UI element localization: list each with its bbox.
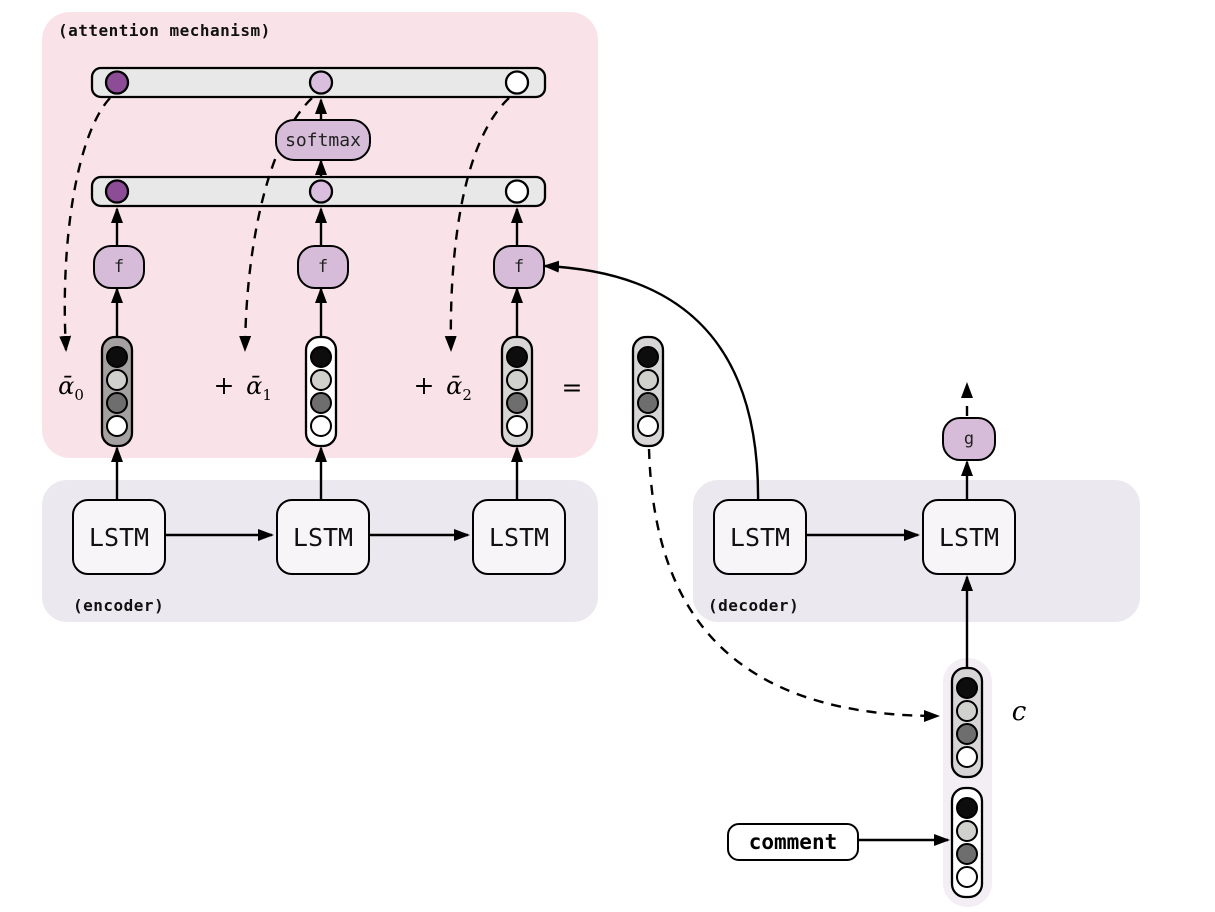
attention-panel-title: (attention mechanism) — [58, 21, 271, 40]
encoder-lstm-0: LSTM — [72, 499, 166, 575]
context-label: c — [1004, 697, 1034, 727]
vector-cell — [106, 415, 128, 437]
dashed-weight0-to-alpha0 — [59, 97, 111, 352]
vector-cell — [956, 700, 978, 722]
alpha-symbol: ᾱ — [446, 372, 463, 400]
vector-cell — [310, 369, 332, 391]
input-vector — [950, 786, 984, 899]
f-node-1: f — [297, 245, 349, 289]
score-node-1 — [308, 179, 334, 204]
vector-cell — [956, 797, 978, 819]
solid-arrows — [111, 98, 973, 846]
vector-cell — [956, 746, 978, 768]
operator: = — [561, 373, 583, 402]
alpha-subscript: 2 — [462, 385, 472, 404]
lstm-label: LSTM — [488, 522, 550, 552]
dashed-result-to-context — [647, 448, 940, 722]
alpha-label-1: ᾱ1 — [238, 372, 280, 402]
f-label: f — [513, 257, 525, 277]
vector-cell — [506, 369, 528, 391]
decoder-lstm-1: LSTM — [922, 499, 1016, 575]
alpha-label-2: ᾱ2 — [438, 372, 480, 402]
context-vector — [950, 666, 984, 779]
vector-cell — [310, 415, 332, 437]
vector-cell — [956, 866, 978, 888]
dashed-arrows — [59, 97, 973, 722]
hidden-vector-0 — [100, 335, 134, 448]
decoder-lstm-0: LSTM — [713, 499, 807, 575]
vector-cell — [106, 346, 128, 368]
softmax-label: softmax — [285, 129, 361, 151]
vector-cell — [956, 843, 978, 865]
vector-cell — [106, 392, 128, 414]
plus-sign-2: + — [412, 371, 436, 400]
weight-node-1 — [308, 70, 334, 95]
vector-cell — [956, 677, 978, 699]
vector-cell — [637, 415, 659, 437]
alpha-label-0: ᾱ0 — [50, 372, 92, 402]
context-symbol: c — [1011, 697, 1027, 727]
dashed-weight1-to-alpha1 — [239, 97, 313, 352]
lstm-label: LSTM — [729, 522, 791, 552]
vector-cell — [956, 820, 978, 842]
vector-cell — [637, 369, 659, 391]
alpha-subscript: 0 — [74, 385, 84, 404]
g-label: g — [963, 429, 975, 449]
lstm-label: LSTM — [938, 522, 1000, 552]
score-node-0 — [104, 179, 130, 204]
f-label: f — [113, 257, 125, 277]
vector-cell — [310, 392, 332, 414]
operator: + — [413, 371, 435, 400]
attention-weight-bar — [90, 66, 547, 99]
hidden-vector-1 — [304, 335, 338, 448]
comment-label: comment — [748, 830, 838, 854]
curve-decoder0-to-f2 — [543, 260, 760, 506]
lstm-label: LSTM — [292, 522, 354, 552]
f-node-2: f — [493, 245, 545, 289]
encoder-lstm-2: LSTM — [472, 499, 566, 575]
lstm-label: LSTM — [88, 522, 150, 552]
encoder-panel-title: (encoder) — [73, 596, 165, 615]
weight-node-0 — [104, 70, 130, 95]
comment-box: comment — [727, 823, 859, 861]
g-node: g — [942, 417, 996, 461]
attention-score-bar — [90, 175, 547, 208]
f-node-0: f — [93, 245, 145, 289]
f-label: f — [317, 257, 329, 277]
vector-cell — [956, 723, 978, 745]
vector-cell — [106, 369, 128, 391]
weight-node-2 — [504, 70, 530, 95]
plus-sign-1: + — [212, 371, 236, 400]
vector-cell — [506, 415, 528, 437]
alpha-symbol: ᾱ — [58, 372, 75, 400]
result-vector — [631, 335, 665, 448]
vector-cell — [310, 346, 332, 368]
encoder-lstm-1: LSTM — [276, 499, 370, 575]
vector-cell — [637, 346, 659, 368]
alpha-symbol: ᾱ — [246, 372, 263, 400]
softmax-node: softmax — [275, 119, 371, 161]
dashed-weight2-to-alpha2 — [444, 97, 510, 352]
alpha-subscript: 1 — [262, 385, 272, 404]
vector-cell — [506, 346, 528, 368]
vector-cell — [637, 392, 659, 414]
vector-cell — [506, 392, 528, 414]
equals-sign: = — [558, 373, 586, 402]
score-node-2 — [504, 179, 530, 204]
hidden-vector-2 — [500, 335, 534, 448]
decoder-panel-title: (decoder) — [708, 596, 800, 615]
operator: + — [213, 371, 235, 400]
